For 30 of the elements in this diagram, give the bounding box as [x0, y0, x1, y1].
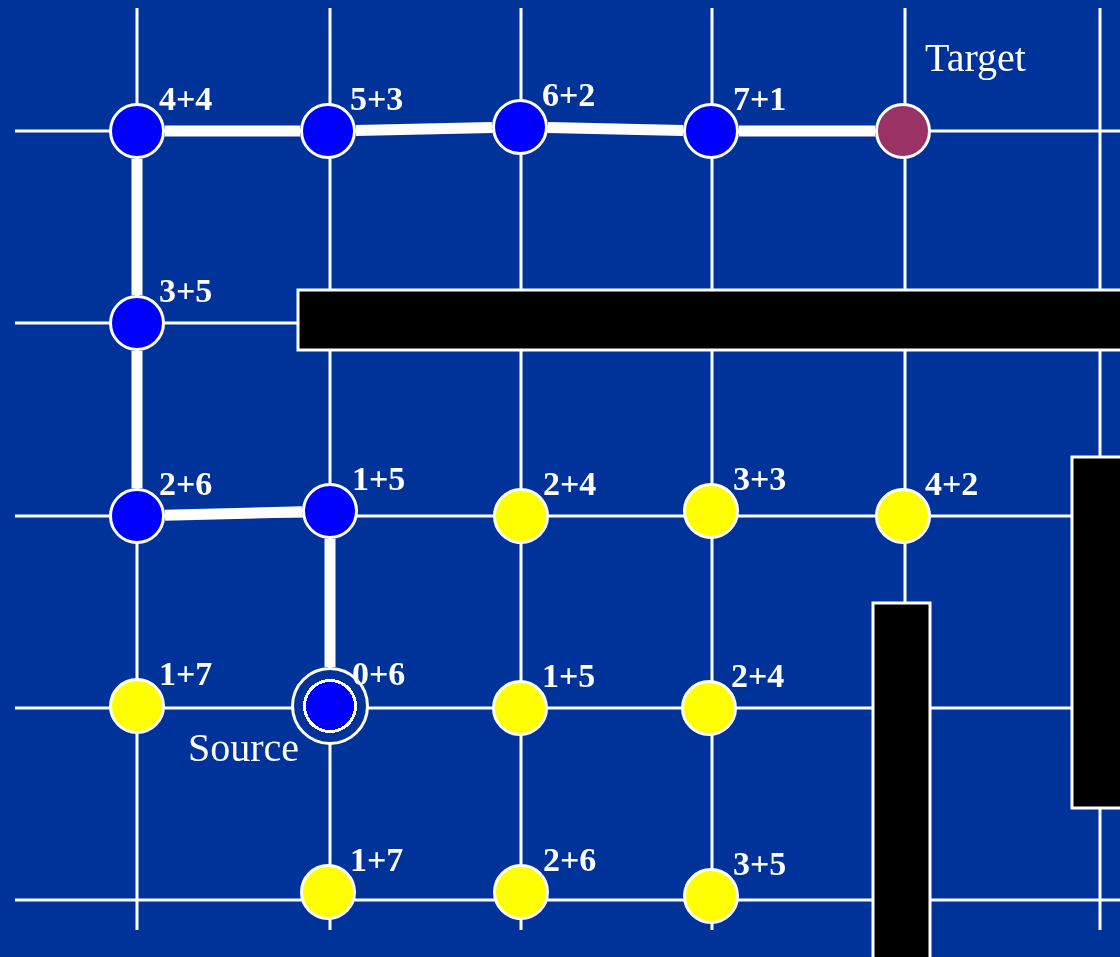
path-edge: [164, 506, 303, 521]
node-caption: Source: [188, 726, 300, 770]
cost-label: 2+4: [731, 658, 785, 694]
cost-label: 5+3: [350, 81, 404, 117]
path-edge: [355, 122, 493, 136]
cost-label: 2+4: [543, 466, 597, 502]
cost-label: 4+2: [925, 466, 979, 502]
cost-label: 1+5: [352, 461, 406, 497]
path-edge: [131, 159, 143, 295]
cost-label: 1+5: [542, 658, 596, 694]
cost-label: 6+2: [542, 77, 596, 113]
path-edge: [739, 125, 875, 137]
obstacle-wall: [296, 288, 1120, 352]
cost-label: 7+1: [733, 81, 787, 117]
path-edge: [324, 539, 336, 667]
node-caption: Target: [925, 36, 1026, 80]
cost-label: 2+6: [159, 466, 213, 502]
cost-label: 1+7: [159, 656, 213, 692]
cost-label: 0+6: [352, 656, 406, 692]
path-edge: [131, 351, 143, 488]
obstacle-wall: [1070, 455, 1120, 810]
cost-label: 4+4: [159, 81, 213, 117]
cost-label: 3+5: [733, 846, 787, 882]
cost-label: 1+7: [350, 842, 404, 878]
cost-label: 3+3: [733, 461, 787, 497]
cost-label: 2+6: [543, 842, 597, 878]
obstacle-wall: [871, 601, 932, 957]
path-edge: [547, 122, 684, 136]
cost-label: 3+5: [159, 273, 213, 309]
path-edge: [165, 125, 300, 137]
